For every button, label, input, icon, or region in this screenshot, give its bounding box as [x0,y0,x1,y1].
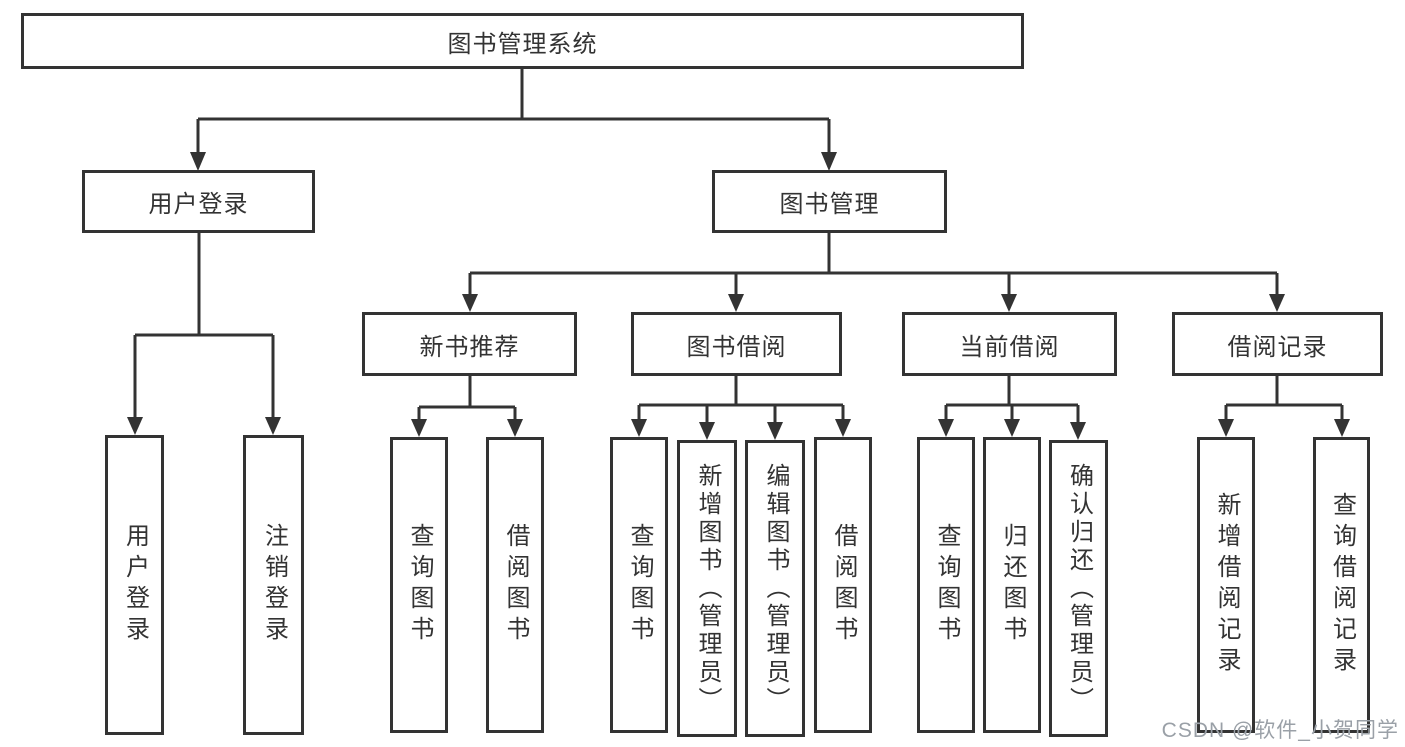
arrowhead [265,417,281,435]
connector-newbook-to-leaves [417,376,517,420]
leaf-return-books: 归还图书 [983,437,1041,733]
leaf-edit-books-admin: 编辑图书（管理员） [745,440,805,737]
node-current-borrow: 当前借阅 [902,312,1117,376]
node-root-label: 图书管理系统 [447,30,598,58]
node-book-management: 图书管理 [712,170,947,233]
leaf-add-borrow-record: 新增借阅记录 [1197,437,1255,733]
arrowhead [1070,422,1086,440]
leaf-borrow-books-2-label: 借阅图书 [830,523,857,647]
node-book-borrow: 图书借阅 [631,312,842,376]
node-root: 图书管理系统 [21,13,1024,69]
node-new-book-recommend: 新书推荐 [362,312,577,376]
leaf-confirm-return-admin: 确认归还（管理员） [1049,440,1108,737]
leaf-query-books-2-label: 查询图书 [626,523,653,647]
arrowhead [190,152,206,171]
leaf-query-borrow-record-label: 查询借阅记录 [1328,492,1356,678]
node-borrow-records: 借阅记录 [1172,312,1383,376]
leaf-logout: 注销登录 [243,435,304,735]
leaf-add-books-admin-label: 新增图书（管理员） [694,462,721,715]
arrowhead [1334,419,1350,437]
arrowhead [835,419,851,437]
arrowhead [699,422,715,440]
leaf-query-borrow-record: 查询借阅记录 [1313,437,1370,733]
arrowhead [411,419,427,437]
arrowhead [821,152,837,171]
node-current-borrow-label: 当前借阅 [959,333,1060,361]
leaf-user-login: 用户登录 [105,435,164,735]
leaf-add-borrow-record-label: 新增借阅记录 [1213,492,1240,678]
leaf-user-login-label: 用户登录 [121,523,149,647]
leaf-borrow-books-1-label: 借阅图书 [502,523,529,647]
arrowhead [127,417,143,435]
arrowhead [1004,419,1020,437]
arrowhead [631,419,647,437]
leaf-query-books-2: 查询图书 [610,437,668,733]
arrowhead [1269,294,1285,312]
leaf-query-books-1-label: 查询图书 [406,523,433,647]
connector-bookborrow-to-leaves [637,376,845,422]
leaf-query-books-1: 查询图书 [390,437,448,733]
leaf-edit-books-admin-label: 编辑图书（管理员） [762,462,789,715]
connector-root-to-level2 [196,68,831,154]
connector-borrowrecords-to-leaves [1224,376,1344,420]
node-book-management-label: 图书管理 [779,191,880,218]
arrowhead [1001,294,1017,312]
leaf-borrow-books-1: 借阅图书 [486,437,544,733]
arrowhead [507,419,523,437]
arrowhead [767,422,783,440]
connector-bookmgmt-to-level3 [468,233,1279,296]
leaf-add-books-admin: 新增图书（管理员） [677,440,737,737]
node-user-login-label: 用户登录 [148,191,249,218]
leaf-query-books-3: 查询图书 [917,437,975,733]
leaf-query-books-3-label: 查询图书 [933,523,960,647]
node-user-login: 用户登录 [82,170,315,233]
arrowhead [462,294,478,312]
arrowhead [1218,419,1234,437]
leaf-confirm-return-admin-label: 确认归还（管理员） [1065,462,1093,715]
leaf-logout-label: 注销登录 [260,523,288,647]
csdn-watermark: CSDN @软件_小贺同学 [1161,719,1399,742]
node-borrow-records-label: 借阅记录 [1227,333,1328,361]
leaf-borrow-books-2: 借阅图书 [814,437,872,733]
arrowhead [728,294,744,312]
arrowhead [938,419,954,437]
leaf-return-books-label: 归还图书 [999,523,1026,647]
connector-userlogin-to-leaves [133,233,275,419]
node-new-book-recommend-label: 新书推荐 [419,333,520,361]
connector-currentborrow-to-leaves [944,376,1080,422]
node-book-borrow-label: 图书借阅 [686,333,787,361]
